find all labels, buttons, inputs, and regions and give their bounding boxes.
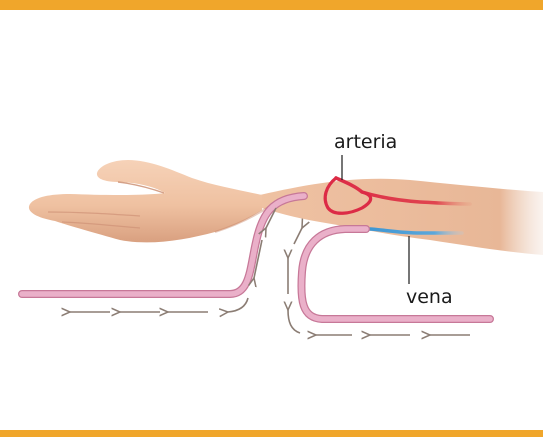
top-frame-line bbox=[0, 0, 543, 10]
flow-arrow-icon bbox=[228, 298, 248, 312]
flow-arrow-icon bbox=[294, 228, 302, 244]
vein-label: vena bbox=[406, 286, 453, 308]
forearm bbox=[255, 179, 543, 255]
flow-arrow-icon bbox=[288, 310, 300, 333]
hand bbox=[29, 160, 262, 242]
artery-label: arteria bbox=[334, 131, 397, 153]
bottom-frame-line bbox=[0, 430, 543, 437]
